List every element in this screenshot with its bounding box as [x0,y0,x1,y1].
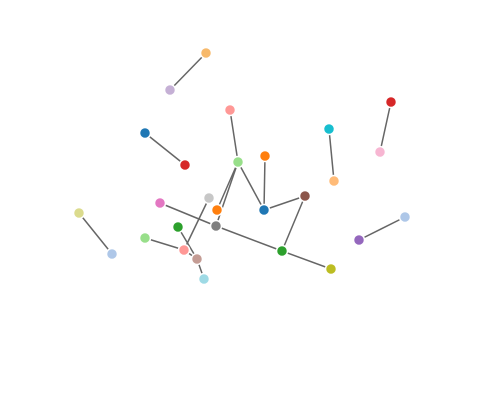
graph-node-n5[interactable] [223,103,237,117]
graph-node-n27[interactable] [197,272,211,286]
graph-node-n22[interactable] [138,231,152,245]
edge-n3-n4 [379,101,392,153]
edge-n9-n20 [215,161,239,227]
graph-node-n1[interactable] [199,46,213,60]
edge-n13-n23 [183,197,210,251]
graph-node-n17[interactable] [72,206,86,220]
graph-node-n26[interactable] [275,244,289,258]
node-layer [72,46,412,286]
edge-n9-n15 [237,161,265,211]
graph-node-n2[interactable] [163,83,177,97]
graph-node-n15[interactable] [257,203,271,217]
graph-node-n19[interactable] [171,220,185,234]
graph-node-n4[interactable] [373,145,387,159]
edge-n16-n20 [159,202,217,227]
graph-node-n18[interactable] [398,210,412,224]
edge-n10-n15 [263,155,266,211]
graph-node-n13[interactable] [202,191,216,205]
graph-node-n20[interactable] [209,219,223,233]
graph-node-n14[interactable] [210,203,224,217]
edge-n20-n26 [215,225,283,252]
graph-node-n6[interactable] [322,122,336,136]
graph-node-n25[interactable] [190,252,204,266]
graph-node-n21[interactable] [352,233,366,247]
edge-n26-n28 [281,250,332,270]
graph-node-n11[interactable] [327,174,341,188]
edge-n6-n11 [328,128,335,182]
graph-node-n24[interactable] [105,247,119,261]
edge-n22-n23 [144,237,185,251]
edge-n12-n26 [281,195,306,252]
graph-node-n8[interactable] [178,158,192,172]
edge-n15-n12 [263,195,306,211]
graph-node-n9[interactable] [231,155,245,169]
graph-node-n7[interactable] [138,126,152,140]
edge-n7-n8 [144,132,186,166]
edge-n18-n21 [358,216,406,241]
graph-node-n10[interactable] [258,149,272,163]
graph-node-n16[interactable] [153,196,167,210]
graph-node-n12[interactable] [298,189,312,203]
edge-n17-n24 [78,212,113,255]
graph-node-n23[interactable] [177,243,191,257]
edge-n1-n2 [169,52,207,91]
edge-n5-n9 [229,109,239,163]
graph-node-n28[interactable] [324,262,338,276]
graph-node-n3[interactable] [384,95,398,109]
edge-layer [78,52,406,280]
